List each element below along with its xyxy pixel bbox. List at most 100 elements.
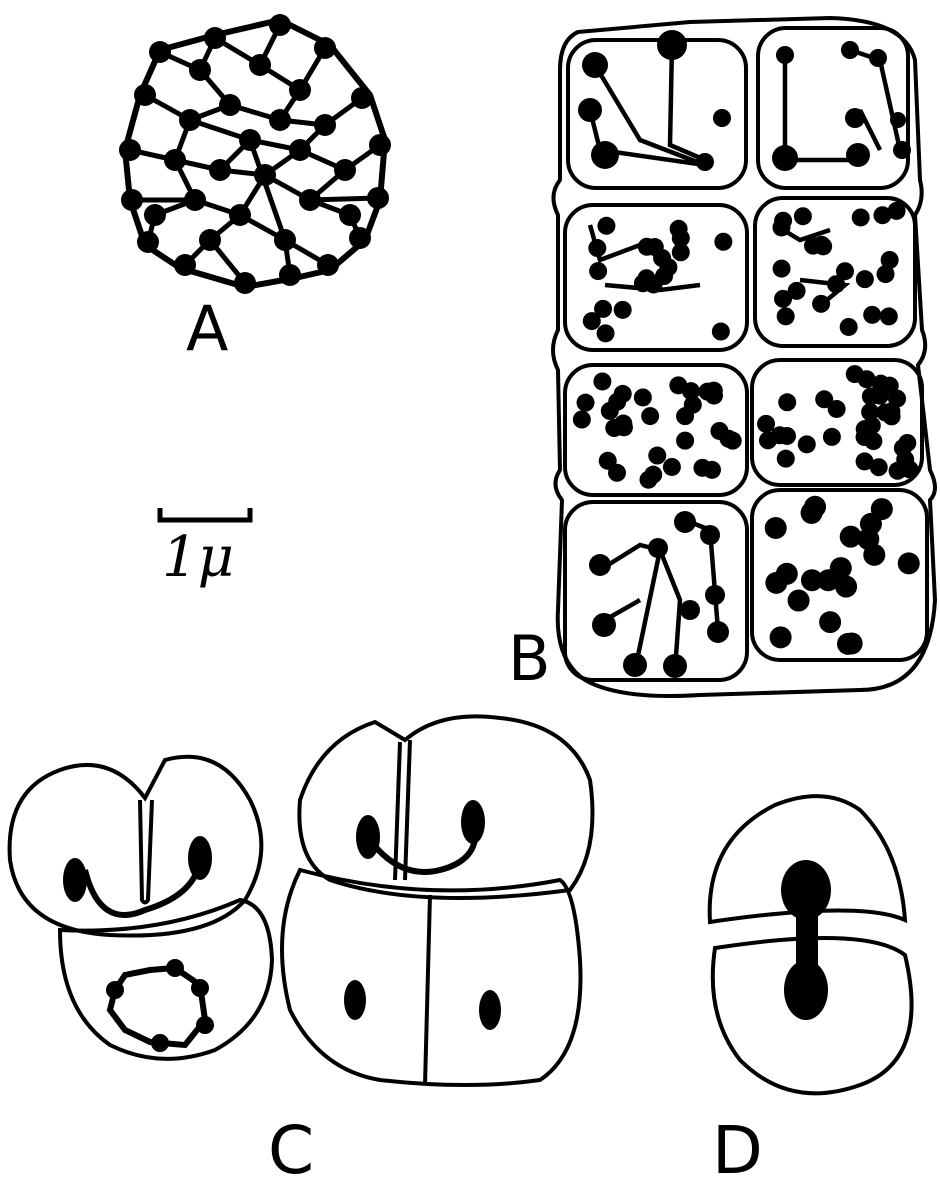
panel-b-granule (813, 236, 831, 254)
panel-a-granule (179, 109, 201, 131)
panel-b-granule (774, 212, 792, 230)
panel-b-granule (605, 419, 623, 437)
panel-c-cells (10, 665, 593, 1085)
panel-a-granule (269, 109, 291, 131)
panel-b-granule (765, 517, 787, 539)
panel-b-granule (713, 109, 731, 127)
panel-b-granule (863, 306, 881, 324)
panel-b-granule (798, 435, 816, 453)
panel-b-granule (801, 569, 823, 591)
panel-b-granule (648, 447, 666, 465)
panel-a-granule (289, 79, 311, 101)
panel-b-granule (840, 318, 858, 336)
panel-a-granule (367, 187, 389, 209)
panel-b-granule (888, 390, 906, 408)
panel-b-label: B (508, 628, 551, 690)
panel-b-granule (696, 153, 714, 171)
panel-a-granule (137, 231, 159, 253)
panel-b-granule (830, 557, 852, 579)
panel-b-granule (582, 52, 608, 78)
panel-b-granule (712, 323, 730, 341)
panel-b-granule (776, 46, 794, 64)
panel-b-granule (634, 388, 652, 406)
panel-c-chromatin-body (356, 815, 380, 859)
panel-a-granule (184, 189, 206, 211)
panel-c-chromatin-body (188, 836, 212, 880)
panel-b-granule (593, 372, 611, 390)
panel-c-upper-right-cleft (395, 740, 410, 880)
scale-bar-label: 1μ (162, 530, 234, 586)
panel-b-granule (770, 626, 792, 648)
panel-b-granule (638, 238, 656, 256)
panel-a-granule (134, 84, 156, 106)
panel-a-granule (119, 139, 141, 161)
panel-a-granule (339, 204, 361, 226)
panel-b-granule (588, 239, 606, 257)
panel-a-granule (351, 87, 373, 109)
panel-b-granule (777, 450, 795, 468)
panel-b-granule (863, 544, 885, 566)
panel-b-granule (623, 653, 647, 677)
panel-b-granule (893, 141, 911, 159)
panel-b-granule (801, 502, 823, 524)
panel-d-label: D (712, 1118, 763, 1184)
panel-a-granule (234, 272, 256, 294)
panel-b-granule (856, 270, 874, 288)
panel-b-granule (772, 145, 798, 171)
panel-c-ring (110, 968, 205, 1045)
panel-a-granule (289, 139, 311, 161)
panel-b-strand (785, 55, 860, 160)
panel-b-granule (819, 611, 841, 633)
panel-b-granule (836, 262, 854, 280)
panel-b-granule (815, 390, 833, 408)
panel-b-granule (700, 525, 720, 545)
panel-c-label: C (268, 1118, 314, 1184)
panel-b-granule (841, 41, 859, 59)
panel-c-chromatin-body (63, 858, 87, 902)
panel-b-granule (898, 552, 920, 574)
panel-c-chromatin-body (344, 980, 366, 1020)
panel-a-granule (369, 134, 391, 156)
panel-a-granule (279, 264, 301, 286)
panel-b-granule (757, 415, 775, 433)
panel-c-chromatin-body (479, 990, 501, 1030)
panel-a-granule (144, 204, 166, 226)
panel-b-granule (890, 112, 906, 128)
panel-b-granule (714, 233, 732, 251)
panel-c-ring-strand (110, 968, 205, 1045)
panel-b-granule (608, 464, 626, 482)
panel-b-granule (870, 458, 888, 476)
panel-b-granule (641, 407, 659, 425)
panel-a-label: A (186, 298, 228, 360)
panel-b-granule (655, 267, 673, 285)
panel-a-granule (189, 59, 211, 81)
panel-a-granule (334, 159, 356, 181)
panel-b-granule (705, 387, 723, 405)
panel-b-granule (597, 217, 615, 235)
panel-b-granule (578, 98, 602, 122)
panel-b-granule (788, 590, 810, 612)
panel-b-strand (660, 550, 680, 670)
panel-c-upper-left-cleft (140, 800, 152, 903)
panel-b-granule (573, 411, 591, 429)
panel-b-granule (634, 274, 652, 292)
panel-a-granule (274, 229, 296, 251)
panel-b-granule (669, 376, 687, 394)
panel-a-granule (314, 37, 336, 59)
panel-c-chromatin-body (461, 800, 485, 844)
panel-b-granule (823, 428, 841, 446)
panel-a-granule (219, 94, 241, 116)
panel-b-granule (880, 307, 898, 325)
panel-b-granule (846, 143, 870, 167)
panel-a-granule (269, 14, 291, 36)
panel-a-granule (199, 229, 221, 251)
panel-a-granule (209, 159, 231, 181)
panel-b-granule (680, 600, 700, 620)
panel-b-granule (663, 654, 687, 678)
panel-b-granule (883, 407, 901, 425)
panel-b-granule (577, 394, 595, 412)
panel-b-granule (864, 432, 882, 450)
panel-a-granule (164, 149, 186, 171)
panel-a-granule (314, 114, 336, 136)
